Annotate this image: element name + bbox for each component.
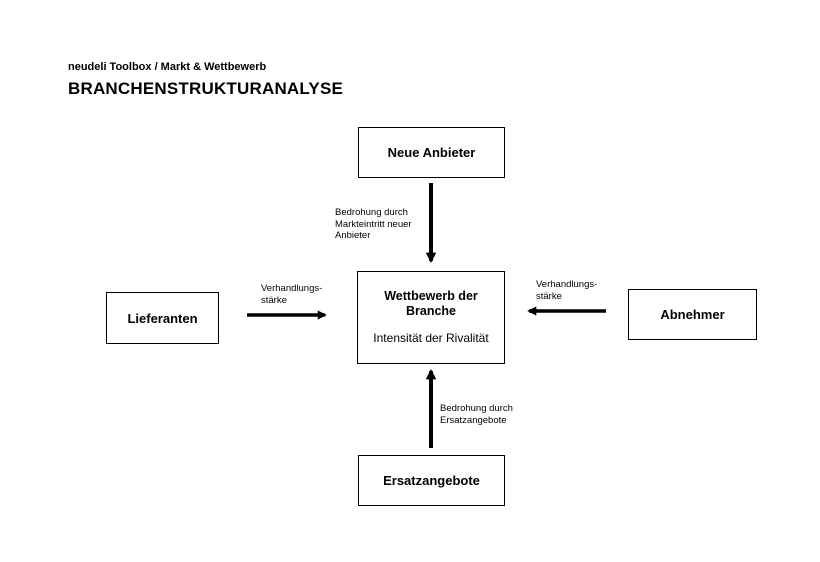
node-wettbewerb: Wettbewerb der Branche Intensität der Ri… <box>357 271 505 364</box>
node-lieferanten: Lieferanten <box>106 292 219 344</box>
edge-label-right: Verhandlungs- stärke <box>536 279 598 302</box>
center-title: Wettbewerb der Branche <box>384 289 478 318</box>
edge-label-left: Verhandlungs- stärke <box>261 283 323 306</box>
node-label: Neue Anbieter <box>387 145 476 160</box>
breadcrumb: neudeli Toolbox / Markt & Wettbewerb <box>68 61 267 73</box>
node-abnehmer: Abnehmer <box>628 289 757 340</box>
node-label: Lieferanten <box>127 310 198 326</box>
node-label: Ersatzangebote <box>383 473 480 488</box>
edge-label-bottom: Bedrohung durch Ersatzangebote <box>440 403 513 426</box>
edge-label-top: Bedrohung durch Markteintritt neuer Anbi… <box>335 207 412 241</box>
center-subtitle: Intensität der Rivalität <box>373 331 489 345</box>
node-ersatzangebote: Ersatzangebote <box>358 455 505 506</box>
node-label: Abnehmer <box>660 307 725 322</box>
page-title: BRANCHENSTRUKTURANALYSE <box>68 79 344 98</box>
node-neue-anbieter: Neue Anbieter <box>358 127 505 178</box>
